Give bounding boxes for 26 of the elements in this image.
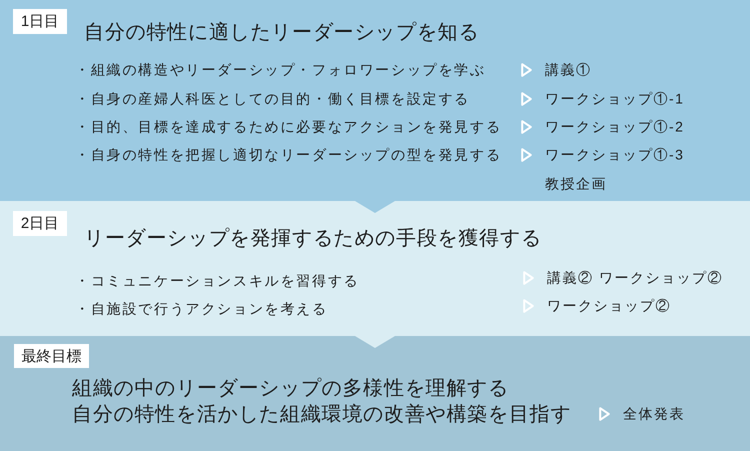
section-band xyxy=(0,0,750,201)
bullet-text: ・自身の特性を把握し適切なリーダーシップの型を発見する xyxy=(75,146,502,164)
goal-text: 組織の中のリーダーシップの多様性を理解する xyxy=(72,376,509,402)
bullet-text: ・組織の構造やリーダーシップ・フォロワーシップを学ぶ xyxy=(75,61,486,79)
section-band xyxy=(0,336,750,451)
session-label: ワークショップ①-1 xyxy=(545,90,684,108)
session-label: 講義② ワークショップ② xyxy=(547,269,723,287)
goal-text: 自分の特性を活かした組織環境の改善や構築を目指す xyxy=(72,402,572,428)
step-tag: 1日目 xyxy=(13,9,67,34)
bullet-text: ・コミュニケーションスキルを習得する xyxy=(75,272,360,290)
bullet-text: ・目的、目標を達成するために必要なアクションを発見する xyxy=(75,118,502,136)
section-heading: リーダーシップを発揮するための手段を獲得する xyxy=(84,226,542,252)
session-label: ワークショップ①-3 xyxy=(545,146,684,164)
flow-arrow xyxy=(355,334,395,348)
session-label: ワークショップ①-2 xyxy=(545,118,684,136)
session-label: 講義① xyxy=(545,61,592,79)
session-label: 全体発表 xyxy=(623,405,685,423)
step-tag: 最終目標 xyxy=(14,344,89,368)
bullet-text: ・自身の産婦人科医としての目的・働く目標を設定する xyxy=(75,90,470,108)
section-band xyxy=(0,201,750,336)
section-heading: 自分の特性に適したリーダーシップを知る xyxy=(84,20,480,46)
session-label: ワークショップ② xyxy=(547,297,671,315)
note-text: 教授企画 xyxy=(545,175,607,193)
step-tag: 2日目 xyxy=(13,211,67,236)
bullet-text: ・自施設で行うアクションを考える xyxy=(75,300,328,318)
flow-arrow xyxy=(355,199,395,213)
